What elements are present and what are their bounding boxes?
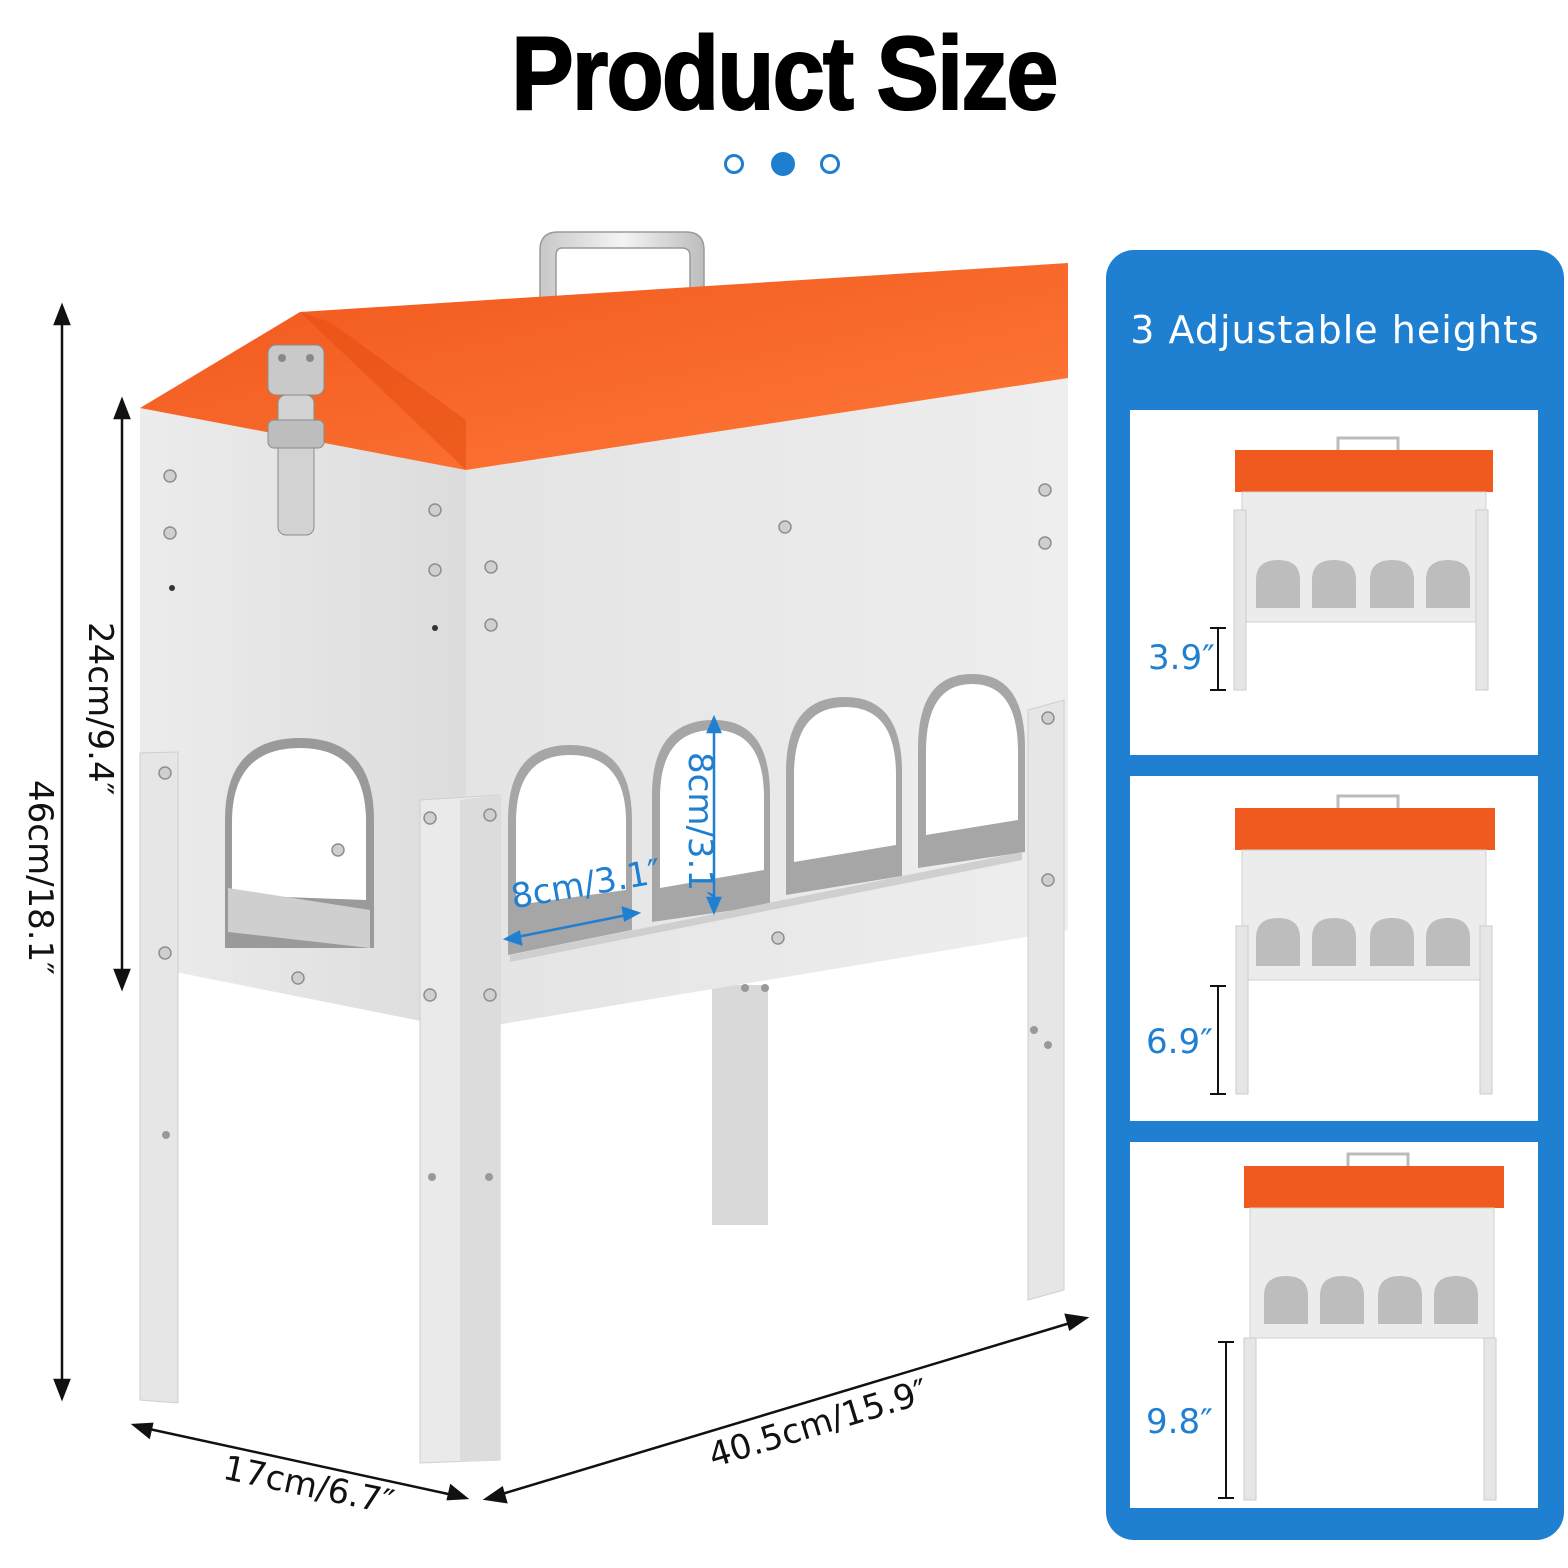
- height-option-high: 9.8″: [1130, 1142, 1538, 1508]
- carousel-dot-2[interactable]: [771, 152, 795, 176]
- carousel-indicator: [724, 152, 844, 180]
- side-panel: [140, 408, 466, 1030]
- height-option-low: 3.9″: [1130, 410, 1538, 755]
- latch: [267, 344, 325, 536]
- panel-title: 3 Adjustable heights: [1130, 308, 1540, 352]
- leg-front-left: [139, 751, 179, 1404]
- opening-dimension-lines: [502, 714, 722, 946]
- feeder-illustration: [53, 231, 1090, 1504]
- height-label-low: 3.9″: [1148, 638, 1215, 678]
- height-label-high: 9.8″: [1146, 1402, 1213, 1442]
- opening-height-label: 8cm/3.1″: [680, 752, 720, 904]
- body-height-label: 24cm/9.4″: [80, 622, 120, 796]
- feeder-thumbnail-high: [1218, 1152, 1504, 1501]
- feeder-thumbnail-mid: [1210, 794, 1495, 1095]
- height-label-mid: 6.9″: [1146, 1022, 1213, 1062]
- feeder-thumbnail-low: [1210, 436, 1493, 691]
- dimension-lines: [53, 302, 1090, 1504]
- carousel-dot-3[interactable]: [820, 154, 840, 174]
- carousel-dot-1[interactable]: [724, 154, 744, 174]
- roof: [140, 263, 1068, 470]
- total-height-label: 46cm/18.1″: [20, 780, 60, 975]
- back-leg: [712, 985, 768, 1225]
- page-title: Product Size: [510, 15, 1059, 133]
- height-option-mid: 6.9″: [1130, 776, 1538, 1121]
- adjustable-heights-panel: 3 Adjustable heights 3.9″ 6.9″: [1106, 250, 1564, 1540]
- front-openings: [508, 674, 1025, 962]
- leg-front-right: [1027, 699, 1065, 1301]
